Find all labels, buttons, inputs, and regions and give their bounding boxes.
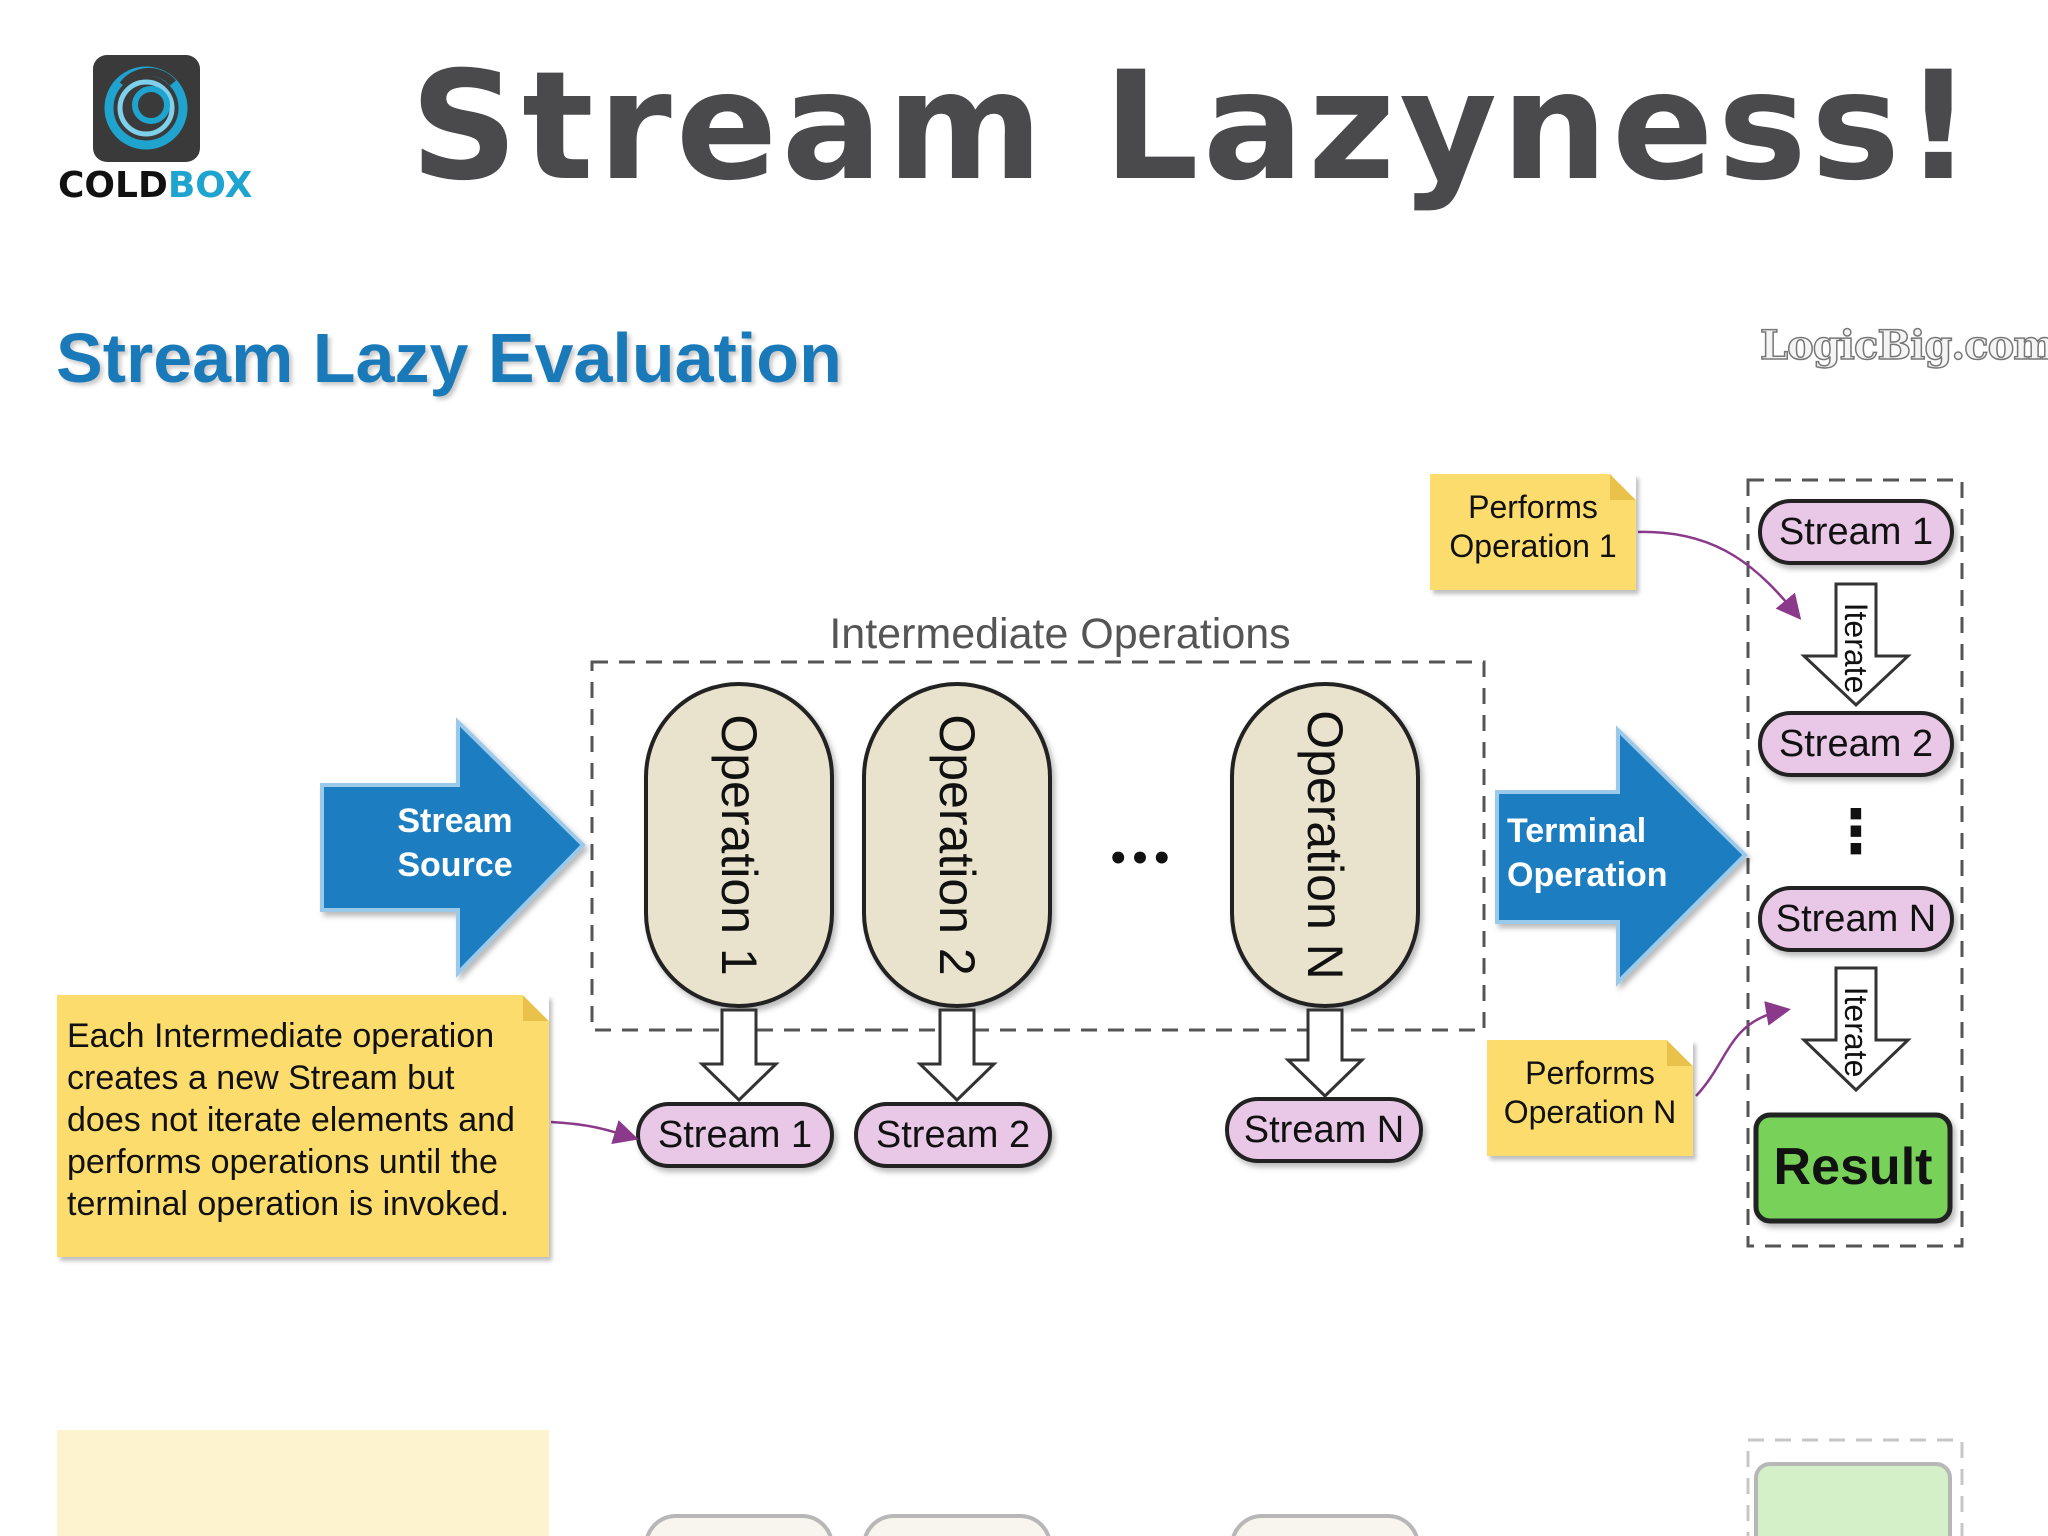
operation-label: Operation 1 <box>711 714 767 975</box>
down-arrow-icon <box>916 1008 998 1103</box>
stream-pill: Stream 2 <box>1758 711 1954 777</box>
operation-capsule: Operation 1 <box>644 682 834 1008</box>
coldbox-logo-text: COLDBOX <box>58 165 253 206</box>
stream-lazy-diagram: Intermediate Operations Stream Source Te… <box>320 478 1964 1248</box>
iterate-label: Iterate <box>1838 987 1874 1078</box>
stream-source-label-1: Stream <box>397 802 512 840</box>
intermediate-group-label: Intermediate Operations <box>829 610 1290 658</box>
stream-pill: Stream 1 <box>1758 499 1954 565</box>
down-arrow-icon <box>698 1008 780 1103</box>
note-text: Performs Operation 1 <box>1449 489 1617 564</box>
result-box: Result <box>1753 1112 1953 1224</box>
note-text: Each Intermediate operation creates a ne… <box>67 1017 515 1223</box>
vertical-ellipsis: ⋮ <box>1826 797 1886 867</box>
terminal-operation-label-1: Terminal <box>1507 812 1646 850</box>
operation-capsule: Operation N <box>1230 682 1420 1008</box>
connector-line <box>550 1120 639 1145</box>
stream-pill-label: Stream 1 <box>1779 511 1933 553</box>
iterate-label: Iterate <box>1838 603 1874 694</box>
horizontal-ellipsis: ••• <box>1107 839 1172 879</box>
diagram-title: Stream Lazy Evaluation <box>56 319 842 397</box>
down-arrow-icon <box>1284 1008 1366 1099</box>
coldbox-swirl-icon <box>104 66 188 150</box>
intermediate-group-box <box>590 660 1486 1032</box>
page-title: Stream Lazyness! <box>410 40 1977 214</box>
stream-pill: Stream 1 <box>636 1102 834 1168</box>
stream-source-arrow <box>320 717 586 978</box>
connector-line <box>1695 1001 1791 1097</box>
terminal-group-box <box>1746 478 1964 1248</box>
stream-pill: Stream N <box>1225 1097 1423 1163</box>
stream-pill-label: Stream 2 <box>876 1114 1030 1156</box>
terminal-operation-label-2: Operation <box>1507 856 1668 894</box>
operation-label: Operation 2 <box>929 714 985 975</box>
operation-label: Operation N <box>1297 710 1353 980</box>
stream-pill-label: Stream N <box>1244 1109 1404 1151</box>
operation-capsule: Operation 2 <box>862 682 1052 1008</box>
stream-pill-label: Stream N <box>1776 898 1936 940</box>
iterate-arrow: Iterate <box>1800 966 1912 1093</box>
stream-source-label-2: Source <box>397 846 512 884</box>
iterate-arrow: Iterate <box>1800 582 1912 708</box>
result-label: Result <box>1774 1138 1933 1196</box>
stream-pill: Stream 2 <box>854 1102 1052 1168</box>
note-intermediate-explanation: Each Intermediate operation creates a ne… <box>57 995 549 1257</box>
stream-pill: Stream N <box>1758 886 1954 952</box>
reflection-shapes <box>57 1430 1964 1536</box>
stream-pill-label: Stream 2 <box>1779 723 1933 765</box>
terminal-operation-arrow <box>1495 725 1748 987</box>
note-performs-operation-n: Performs Operation N <box>1487 1040 1693 1156</box>
stream-pill-label: Stream 1 <box>658 1114 812 1156</box>
coldbox-logo-icon <box>93 55 200 162</box>
note-text: Performs Operation N <box>1503 1055 1677 1130</box>
note-performs-operation-1: Performs Operation 1 <box>1430 474 1636 590</box>
diagram-reflection <box>0 1420 2048 1536</box>
connector-line <box>1637 530 1802 620</box>
watermark: LogicBig.com <box>1759 321 2048 370</box>
